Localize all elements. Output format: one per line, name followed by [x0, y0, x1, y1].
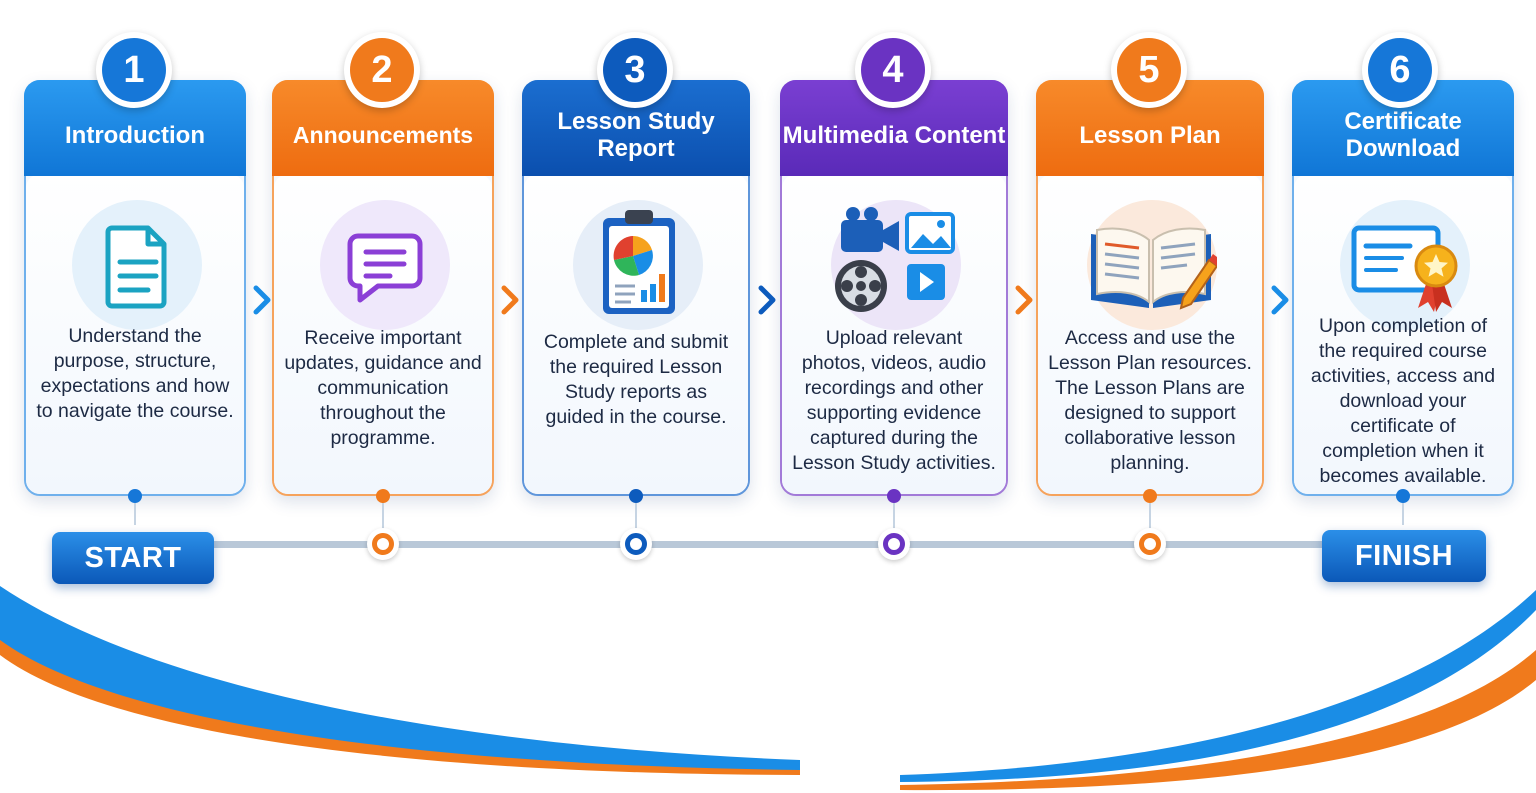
connector-dot: [128, 489, 142, 503]
step-description: Upon completion of the required course a…: [1310, 315, 1496, 487]
connector-dot: [887, 489, 901, 503]
timeline-node: [1134, 528, 1166, 560]
chevron-right-icon: [501, 285, 519, 315]
decorative-waves: [0, 586, 1536, 791]
timeline-node: [367, 528, 399, 560]
step-description: Complete and submit the required Lesson …: [543, 331, 729, 428]
step-description: Receive important updates, guidance and …: [284, 327, 482, 449]
start-label: START: [52, 532, 214, 584]
finish-label: FINISH: [1322, 530, 1486, 582]
step-card-introduction: Introduction Understand the purpose, str…: [24, 80, 246, 496]
step-number-badge: 6: [1362, 32, 1438, 108]
step-title: Introduction: [24, 80, 246, 176]
step-number-badge: 2: [344, 32, 420, 108]
step-description: Understand the purpose, structure, expec…: [36, 325, 234, 422]
timeline-line: [200, 541, 1340, 548]
connector-dot: [1396, 489, 1410, 503]
step-description: Access and use the Lesson Plan resources…: [1048, 327, 1252, 474]
multimedia-icon: [835, 207, 955, 312]
connector-dot: [376, 489, 390, 503]
connector-dot: [629, 489, 643, 503]
step-number-badge: 3: [597, 32, 673, 108]
chevron-right-icon: [1015, 285, 1033, 315]
step-title: Announcements: [272, 80, 494, 176]
step-card-lesson-study-report: Lesson Study Report Complete and submit …: [522, 80, 750, 496]
connector-dot: [1143, 489, 1157, 503]
step-description: Upload relevant photos, videos, audio re…: [792, 327, 996, 474]
chevron-right-icon: [1271, 285, 1289, 315]
step-number-badge: 4: [855, 32, 931, 108]
step-number-badge: 1: [96, 32, 172, 108]
step-card-lesson-plan: Lesson Plan Access and use the Lesson Pl…: [1036, 80, 1264, 496]
open-book-pencil-icon: [1091, 227, 1217, 310]
step-number-badge: 5: [1111, 32, 1187, 108]
document-icon: [105, 225, 167, 309]
timeline-node: [878, 528, 910, 560]
step-card-announcements: Announcements Receive important updates,…: [272, 80, 494, 496]
chat-bubble-icon: [347, 233, 423, 303]
chevron-right-icon: [758, 285, 776, 315]
certificate-icon: [1351, 225, 1458, 312]
chevron-right-icon: [253, 285, 271, 315]
step-card-multimedia-content: Multimedia Content Upload relevant photo…: [780, 80, 1008, 496]
clipboard-chart-icon: [603, 210, 675, 314]
timeline-node: [620, 528, 652, 560]
step-title: Lesson Plan: [1036, 80, 1264, 176]
step-card-certificate-download: Certificate Download Upon completion of …: [1292, 80, 1514, 496]
